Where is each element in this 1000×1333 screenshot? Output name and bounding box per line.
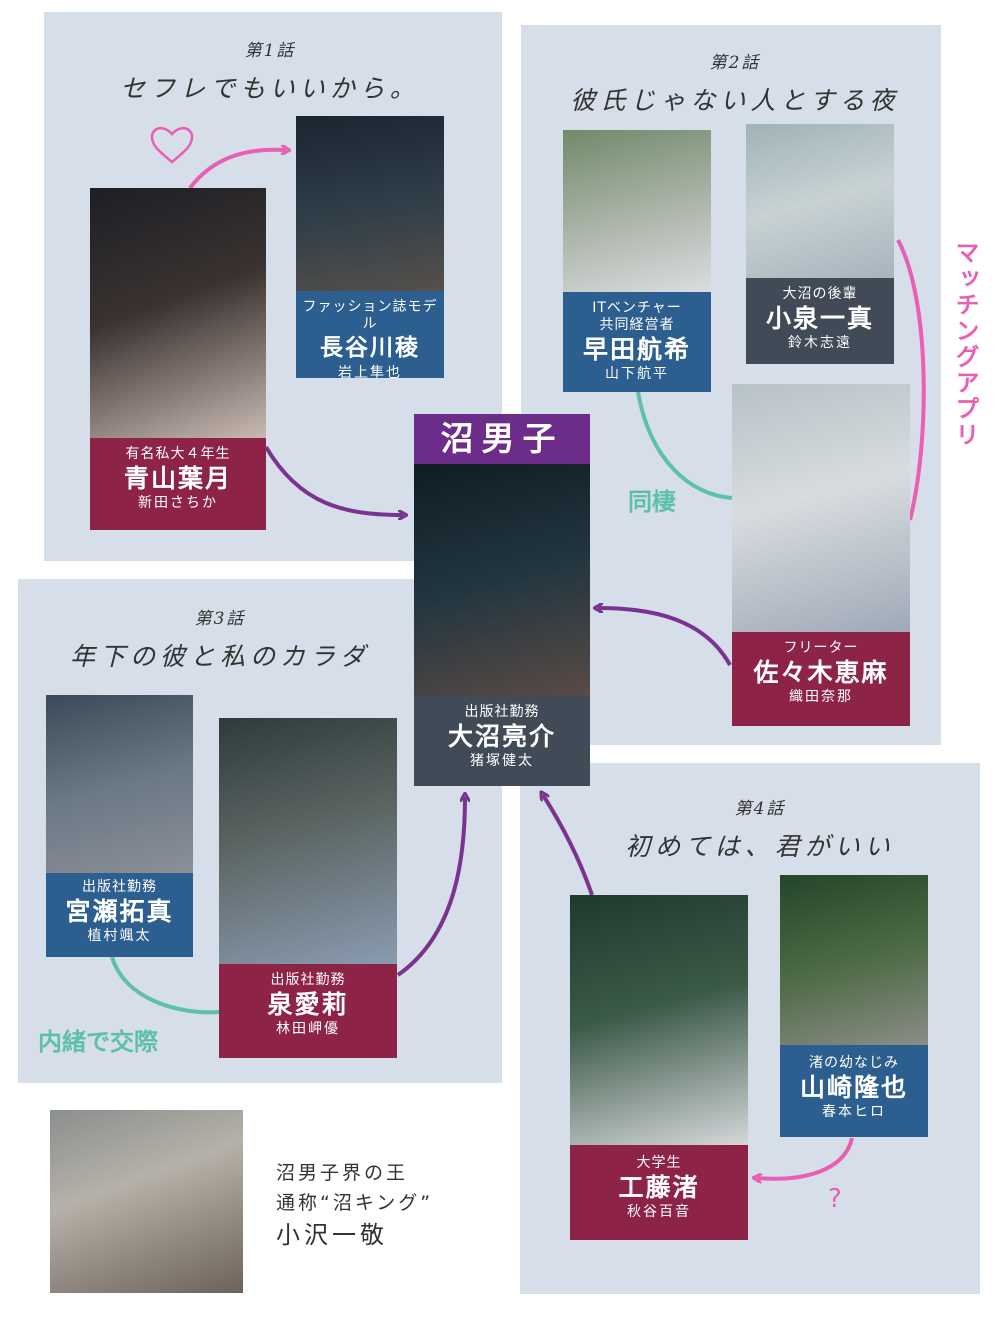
koizumi-name: 小泉一真 — [765, 304, 874, 333]
line-miyase-izumi — [110, 956, 221, 1015]
hayata-label: ITベンチャー 共同経営者 早田航希 山下航平 — [563, 292, 711, 392]
kudo-label: 大学生 工藤渚 秋谷百音 — [570, 1145, 748, 1240]
aoyama-actor: 新田さちか — [138, 495, 218, 511]
character-card-hasegawa: ファッション誌モデル 長谷川稜 岩上隼也 — [296, 116, 444, 381]
character-card-hayata: ITベンチャー 共同経営者 早田航希 山下航平 — [563, 130, 711, 392]
aoyama-name: 青山葉月 — [123, 464, 232, 493]
relation-secret-label: 内緒で交際 — [38, 1028, 158, 1056]
miyase-actor: 植村颯太 — [87, 928, 152, 944]
hasegawa-label: ファッション誌モデル 長谷川稜 岩上隼也 — [296, 291, 444, 381]
numa-king-photo — [50, 1110, 243, 1293]
koizumi-label: 大沼の後輩 小泉一真 鈴木志遠 — [746, 278, 894, 364]
center-card-onuma: 出版社勤務 大沼亮介 猪塚健太 — [414, 414, 590, 786]
episode3-heading: 第3話 年下の彼と私のカラダ — [55, 604, 385, 673]
episode1-heading: 第1話 セフレでもいいから。 — [110, 36, 430, 105]
line-hayata-sasaki — [636, 391, 733, 500]
yamazaki-label: 渚の幼なじみ 山崎隆也 春本ヒロ — [780, 1045, 928, 1137]
hasegawa-actor: 岩上隼也 — [338, 365, 402, 381]
arrow-aoyama-to-hasegawa — [188, 150, 286, 190]
hayata-actor: 山下航平 — [605, 366, 669, 382]
episode4-heading: 第4話 初めては、君がいい — [610, 794, 910, 863]
yamazaki-actor: 春本ヒロ — [822, 1104, 886, 1120]
character-card-miyase: 出版社勤務 宮瀬拓真 植村颯太 — [46, 695, 193, 957]
izumi-photo — [219, 718, 397, 964]
numa-king-caption: 沼男子界の王 通称“沼キング” 小沢一敬 — [276, 1158, 433, 1252]
episode3-number: 第3話 — [194, 609, 246, 629]
character-card-yamazaki: 渚の幼なじみ 山崎隆也 春本ヒロ — [780, 875, 928, 1137]
episode1-title: セフレでもいいから。 — [120, 74, 420, 103]
miyase-photo — [46, 695, 193, 873]
yamazaki-role: 渚の幼なじみ — [809, 1055, 899, 1071]
kudo-actor: 秋谷百音 — [627, 1204, 691, 1220]
miyase-role: 出版社勤務 — [82, 879, 157, 895]
aoyama-photo — [90, 188, 266, 438]
arrow-yamazaki-to-kudo — [757, 1137, 854, 1179]
aoyama-role: 有名私大４年生 — [125, 446, 231, 462]
character-card-sasaki: フリーター 佐々木恵麻 織田奈那 — [732, 384, 910, 726]
izumi-actor: 林田岬優 — [276, 1021, 340, 1037]
episode2-title: 彼氏じゃない人とする夜 — [570, 86, 900, 115]
episode3-title: 年下の彼と私のカラダ — [69, 642, 370, 671]
koizumi-role: 大沼の後輩 — [782, 286, 858, 302]
arrow-sasaki-to-center — [598, 608, 732, 666]
character-card-kudo: 大学生 工藤渚 秋谷百音 — [570, 895, 748, 1240]
kudo-name: 工藤渚 — [618, 1173, 700, 1202]
onuma-label: 出版社勤務 大沼亮介 猪塚健太 — [414, 696, 590, 786]
hayata-role-line2: 共同経営者 — [599, 317, 675, 333]
yamazaki-name: 山崎隆也 — [799, 1073, 908, 1102]
miyase-name: 宮瀬拓真 — [65, 897, 174, 926]
onuma-actor: 猪塚健太 — [470, 753, 534, 769]
hayata-role-line1: ITベンチャー — [592, 300, 682, 316]
aoyama-label: 有名私大４年生 青山葉月 新田さちか — [90, 438, 266, 530]
hasegawa-name: 長谷川稜 — [320, 335, 420, 361]
episode4-title: 初めては、君がいい — [625, 832, 895, 861]
koizumi-actor: 鈴木志遠 — [788, 335, 852, 351]
izumi-name: 泉愛莉 — [267, 990, 349, 1019]
izumi-label: 出版社勤務 泉愛莉 林田岬優 — [219, 964, 397, 1058]
center-header: 沼男子 — [414, 414, 590, 464]
hasegawa-photo — [296, 116, 444, 291]
kudo-role: 大学生 — [636, 1155, 682, 1171]
episode4-number: 第4話 — [734, 799, 786, 819]
kudo-photo — [570, 895, 748, 1145]
sasaki-actor: 織田奈那 — [789, 689, 853, 705]
onuma-role: 出版社勤務 — [464, 704, 540, 720]
arrow-kudo-to-center — [543, 795, 594, 896]
onuma-photo — [414, 464, 590, 696]
hasegawa-role: ファッション誌モデル — [302, 299, 438, 332]
line-koizumi-sasaki — [896, 239, 926, 521]
yamazaki-photo — [780, 875, 928, 1045]
sasaki-label: フリーター 佐々木恵麻 織田奈那 — [732, 632, 910, 726]
relation-question-label: ? — [828, 1184, 842, 1214]
relation-cohabit-label: 同棲 — [628, 488, 676, 516]
arrow-izumi-to-center — [396, 797, 465, 977]
sasaki-photo — [732, 384, 910, 632]
sasaki-role: フリーター — [783, 640, 859, 656]
character-card-aoyama: 有名私大４年生 青山葉月 新田さちか — [90, 188, 266, 530]
heart-icon — [150, 126, 194, 164]
numa-king-name: 小沢一敬 — [276, 1221, 388, 1249]
hayata-photo — [563, 130, 711, 292]
numa-king-title: 沼男子界の王 — [276, 1162, 409, 1184]
episode1-number: 第1話 — [244, 41, 296, 61]
arrow-aoyama-to-center — [264, 445, 403, 515]
character-card-koizumi: 大沼の後輩 小泉一真 鈴木志遠 — [746, 124, 894, 364]
koizumi-photo — [746, 124, 894, 278]
miyase-label: 出版社勤務 宮瀬拓真 植村颯太 — [46, 873, 193, 957]
hayata-name: 早田航希 — [582, 335, 691, 364]
character-card-izumi: 出版社勤務 泉愛莉 林田岬優 — [219, 718, 397, 1058]
episode2-heading: 第2話 彼氏じゃない人とする夜 — [560, 48, 910, 117]
izumi-role: 出版社勤務 — [270, 972, 346, 988]
sasaki-name: 佐々木恵麻 — [753, 658, 889, 687]
relation-matching-app-label: マッチングアプリ — [951, 240, 979, 448]
episode2-number: 第2話 — [709, 53, 761, 73]
numa-king-nickname: 通称“沼キング” — [276, 1192, 434, 1214]
onuma-name: 大沼亮介 — [447, 722, 556, 751]
